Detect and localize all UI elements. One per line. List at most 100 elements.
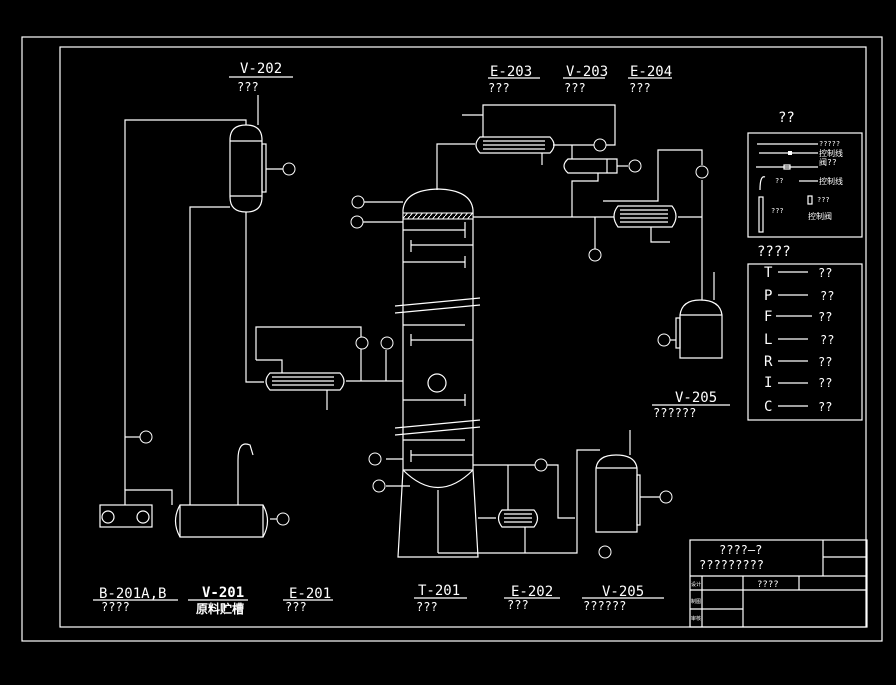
label-v-205-bottom: V-205 ?????? (582, 584, 664, 613)
instrument-bubble (368, 452, 382, 466)
label-e-204: E-204 ??? (628, 64, 672, 95)
vessel-v-205-top (670, 272, 723, 359)
svg-text:??: ?? (820, 333, 834, 347)
instrument-bubble (350, 215, 364, 229)
instrument-bubble (598, 545, 612, 559)
svg-text:???: ??? (416, 600, 438, 614)
label-e-203: E-203 ??? (488, 64, 540, 95)
svg-text:??????: ?????? (583, 599, 626, 613)
instrument-bubble (282, 162, 296, 176)
instrument-bubble (593, 138, 607, 152)
svg-text:??: ?? (775, 177, 783, 185)
label-b-201: B-201A,B ???? (93, 586, 178, 614)
exchanger-e-201 (255, 326, 403, 410)
svg-text:??????: ?????? (653, 406, 696, 420)
svg-text:???: ??? (488, 81, 510, 95)
legend-row-f: F?? (764, 309, 832, 325)
legend-symbols: ?? ????? 控制线 阀?? ?? 控制线 ??? ??? 控制阀 (747, 110, 863, 238)
pumps-b-201 (99, 235, 173, 528)
svg-text:制图: 制图 (691, 598, 701, 605)
instrument-bubble (534, 458, 548, 472)
title-block: ????—? ????????? ???? 设计 制图 审核 (689, 539, 868, 628)
svg-text:B-201A,B: B-201A,B (99, 586, 166, 602)
svg-text:E-201: E-201 (289, 586, 331, 602)
exchanger-e-203 (436, 104, 616, 190)
svg-text:控制线: 控制线 (819, 148, 843, 158)
svg-text:E-202: E-202 (511, 584, 553, 600)
svg-text:???: ??? (285, 600, 307, 614)
label-v-205-top: V-205 ?????? (652, 390, 730, 420)
svg-text:???: ??? (771, 207, 784, 215)
svg-text:???: ??? (629, 81, 651, 95)
svg-text:F: F (764, 309, 772, 325)
legend-row-c: C?? (764, 399, 832, 415)
svg-text:L: L (764, 332, 772, 348)
svg-text:设计: 设计 (691, 581, 701, 588)
label-e-201: E-201 ??? (283, 586, 333, 614)
svg-text:??: ?? (818, 400, 832, 414)
svg-text:审核: 审核 (691, 615, 701, 622)
svg-text:????: ???? (757, 580, 779, 590)
svg-text:??: ?? (820, 289, 834, 303)
svg-text:???: ??? (237, 80, 259, 94)
svg-text:E-203: E-203 (490, 64, 532, 80)
instrument-bubble (628, 159, 642, 173)
instrument-bubble (380, 336, 394, 350)
exchanger-e-202 (438, 449, 600, 554)
svg-text:T: T (764, 265, 773, 281)
label-v-202: V-202 ??? (229, 61, 293, 94)
instrument-bubble (588, 248, 602, 262)
drum-v-203 (473, 145, 628, 250)
svg-text:P: P (764, 288, 772, 304)
svg-text:控制线: 控制线 (819, 176, 843, 186)
legend-row-p: P?? (764, 288, 834, 304)
svg-text:I: I (764, 375, 772, 391)
legend-instruments: ???? T?? P?? F?? L?? R?? I?? C?? (747, 244, 863, 421)
svg-text:?????: ????? (819, 140, 840, 148)
svg-text:V-205: V-205 (602, 584, 644, 600)
label-v-201: V-201 原料贮槽 (188, 585, 248, 616)
instrument-bubble (657, 333, 671, 347)
svg-text:?????????: ????????? (699, 558, 764, 572)
svg-text:V-203: V-203 (566, 64, 608, 80)
instrument-bubble (659, 490, 673, 504)
svg-text:??: ?? (818, 310, 832, 324)
label-e-202: E-202 ??? (504, 584, 560, 612)
instrument-bubble (351, 195, 365, 209)
svg-text:V-202: V-202 (240, 61, 282, 77)
tank-v-201 (174, 420, 280, 538)
svg-text:????: ???? (757, 244, 791, 260)
svg-text:原料贮槽: 原料贮槽 (196, 601, 244, 616)
instrument-bubbles (139, 138, 709, 559)
svg-text:V-205: V-205 (675, 390, 717, 406)
instrument-bubble (139, 430, 153, 444)
svg-text:???: ??? (564, 81, 586, 95)
instrument-bubble (695, 165, 709, 179)
svg-text:??: ?? (818, 355, 832, 369)
instrument-bubble (372, 479, 386, 493)
legend-row-r: R?? (764, 354, 832, 370)
svg-text:T-201: T-201 (418, 583, 460, 599)
legend-row-i: I?? (764, 375, 832, 391)
svg-text:???: ??? (817, 196, 830, 204)
svg-text:????: ???? (101, 600, 130, 614)
svg-text:V-201: V-201 (202, 585, 244, 601)
svg-text:???: ??? (507, 598, 529, 612)
legend-row-t: T?? (764, 265, 832, 281)
vessel-v-205-bottom (595, 430, 660, 533)
svg-text:??: ?? (818, 266, 832, 280)
svg-text:C: C (764, 399, 772, 415)
vessel-v-202 (124, 95, 283, 420)
inner-frame (59, 46, 867, 628)
svg-text:????—?: ????—? (719, 543, 762, 557)
column-t-201 (363, 188, 481, 558)
svg-text:控制阀: 控制阀 (808, 211, 832, 221)
instrument-bubble (276, 512, 290, 526)
svg-text:??: ?? (778, 110, 795, 126)
svg-text:R: R (764, 354, 773, 370)
outer-frame (21, 36, 883, 642)
svg-text:阀??: 阀?? (819, 158, 837, 167)
label-v-203: V-203 ??? (563, 64, 608, 95)
instrument-bubble (355, 336, 369, 350)
